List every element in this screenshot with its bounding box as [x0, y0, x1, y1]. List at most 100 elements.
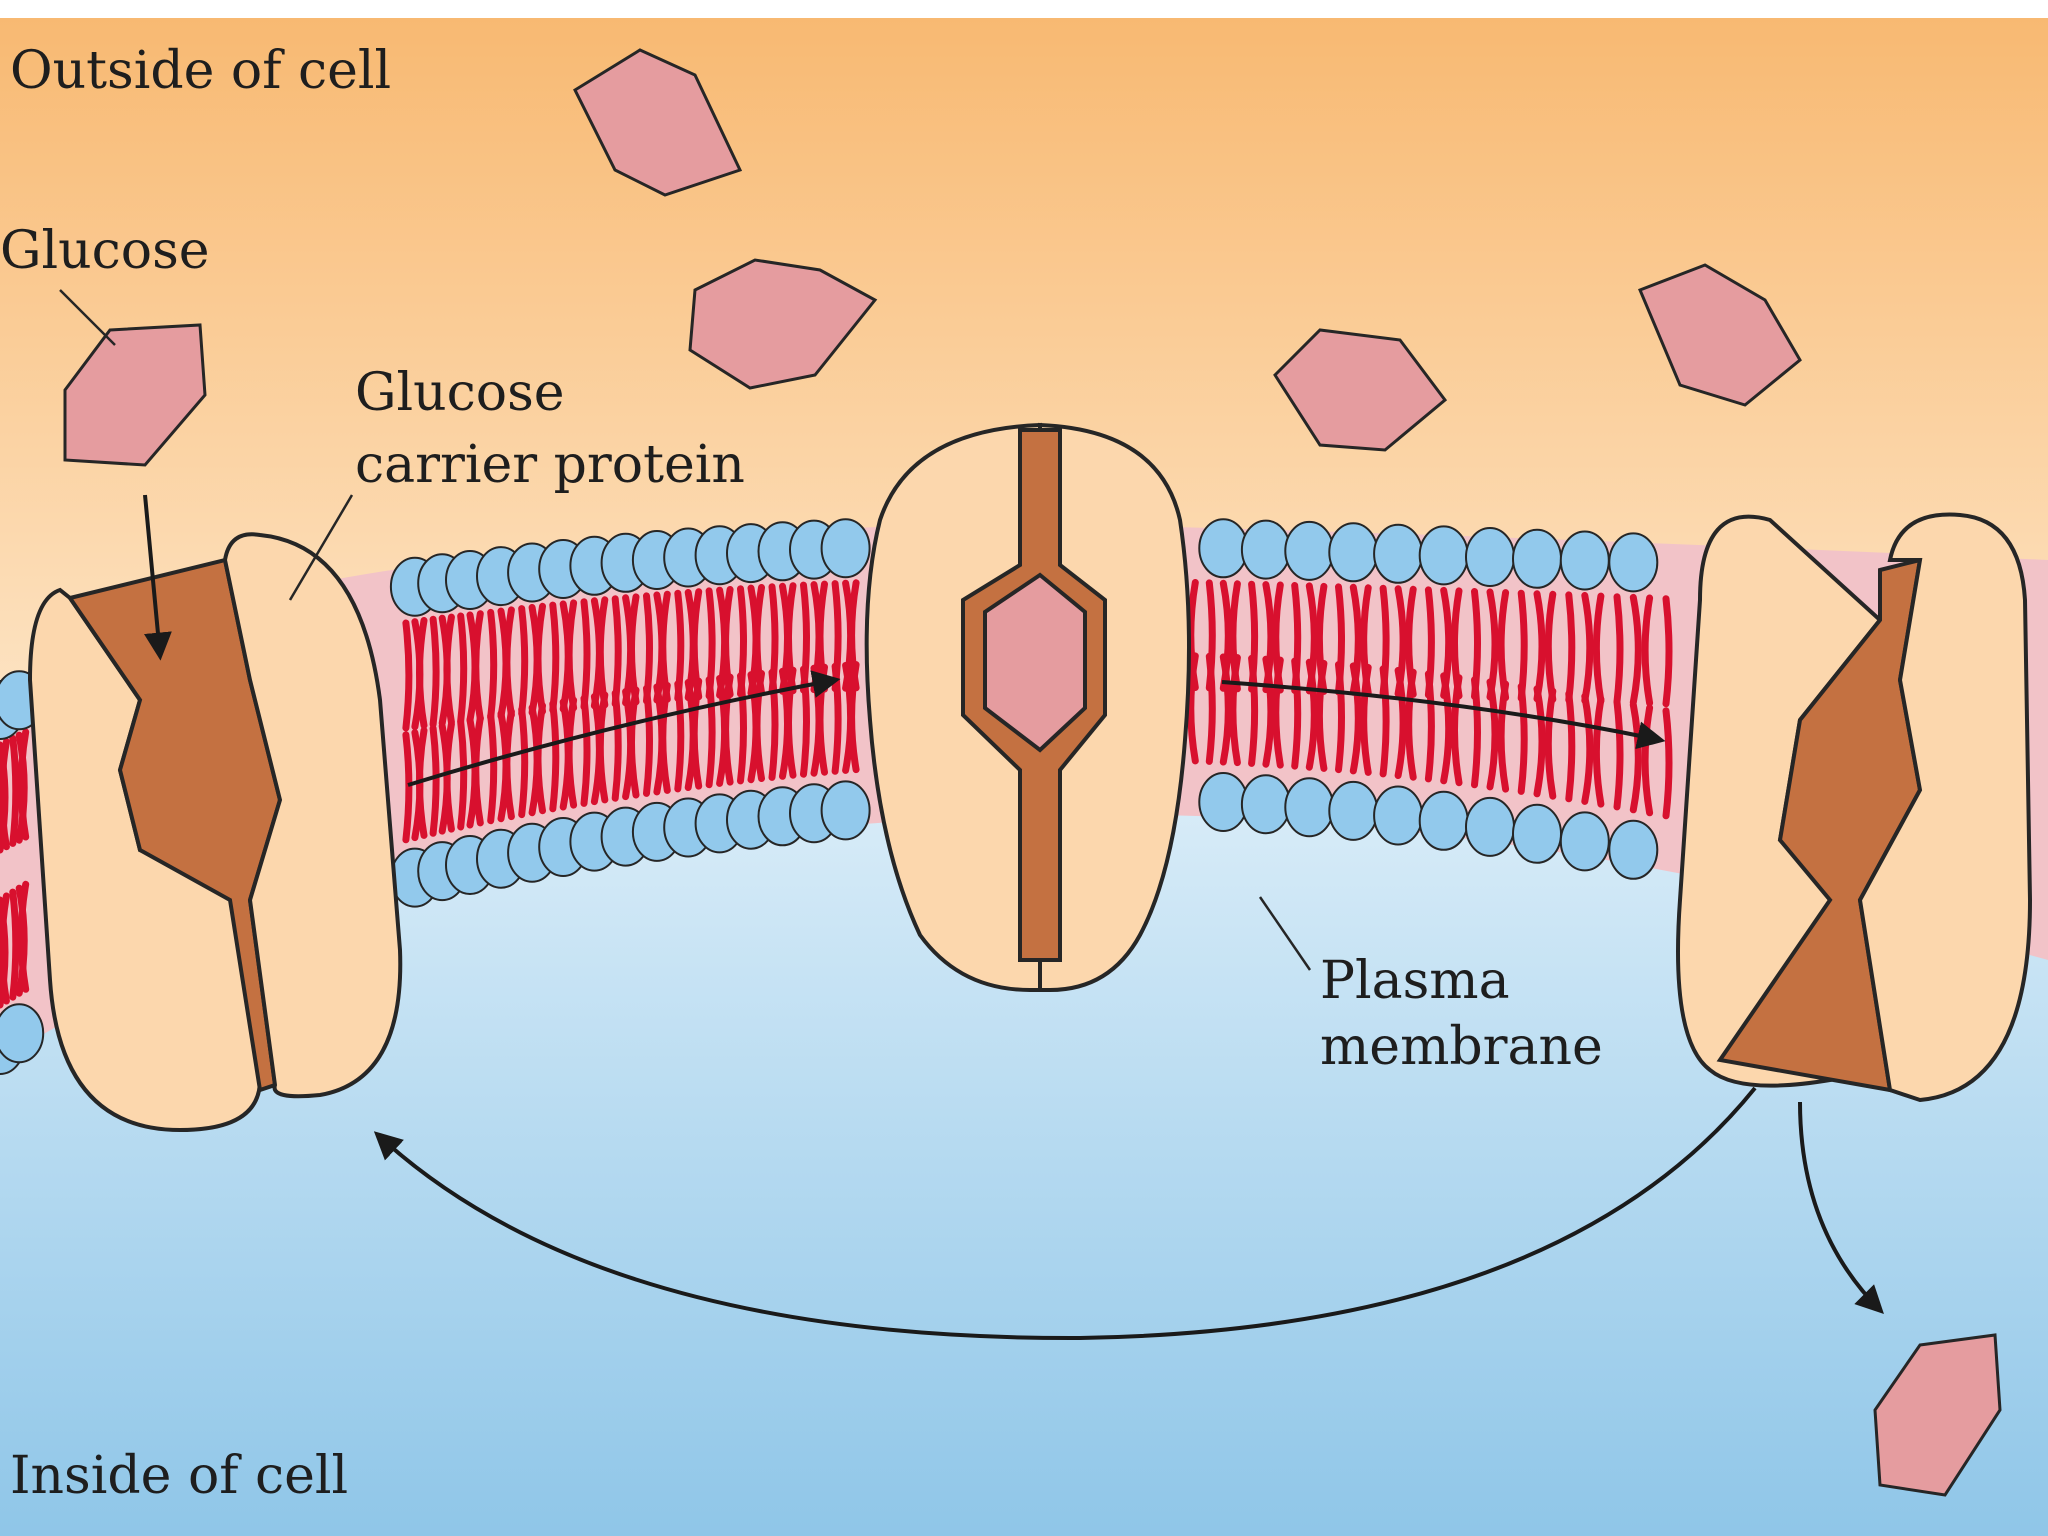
- outside-of-cell-label: Outside of cell: [10, 41, 391, 101]
- lipid-tail: [643, 684, 653, 797]
- lipid-tail: [848, 661, 860, 774]
- lipid-tail: [429, 615, 440, 728]
- lipid-head: [1418, 525, 1469, 586]
- transition-arrow-1: [407, 670, 841, 787]
- lipid-tail: [722, 673, 734, 786]
- lipid-tail: [457, 612, 468, 725]
- lipid-tail: [1592, 695, 1605, 808]
- glucose-release-arrow: [1798, 1101, 1884, 1314]
- lipid-tail: [565, 599, 578, 712]
- lipid-tail: [443, 720, 455, 833]
- lipid-tail: [628, 686, 640, 799]
- glucose-entry-arrow: [143, 494, 172, 661]
- bound-glucose: [983, 572, 1087, 753]
- lipid-tail: [1360, 663, 1372, 776]
- lipid-head: [1240, 519, 1291, 580]
- lipid-tail: [580, 598, 591, 711]
- lipid-tail: [487, 608, 498, 721]
- lipid-tail: [1517, 589, 1528, 702]
- lipid-tail: [565, 696, 578, 809]
- lipid-tail: [429, 724, 440, 837]
- carrier-label-leader: [288, 494, 354, 601]
- lipid-head: [0, 1003, 45, 1064]
- glucose-molecule: [1273, 328, 1448, 452]
- lipid-tail: [690, 677, 703, 790]
- lipid-tail: [9, 734, 20, 847]
- lipid-tail: [534, 702, 546, 815]
- lipid-head: [1465, 796, 1515, 857]
- lipid-tail: [443, 613, 455, 726]
- lipid-tail: [1451, 674, 1463, 787]
- lipid-head: [1608, 819, 1659, 880]
- lipid-tail: [472, 714, 484, 827]
- lipid-tail: [1565, 591, 1576, 704]
- carrier-protein-label-line2: carrier protein: [355, 435, 745, 495]
- lipid-head: [820, 780, 871, 841]
- lipid-tail: [1335, 661, 1345, 774]
- lipid-tail: [1613, 593, 1624, 706]
- lipid-tail: [549, 700, 560, 813]
- lipid-tail: [17, 880, 30, 993]
- lipid-tail: [785, 666, 797, 779]
- carrier-left-half: [864, 422, 1042, 992]
- lipid-head: [1284, 777, 1335, 838]
- lipid-tail: [1544, 687, 1557, 800]
- lipid-tail: [518, 706, 529, 819]
- lipid-tail: [674, 680, 685, 793]
- glucose-label-leader: [59, 289, 116, 346]
- lipid-tail: [518, 605, 529, 718]
- lipid-tail: [1565, 690, 1576, 803]
- lipid-head: [1559, 530, 1610, 591]
- lipid-heads-outer-leaflet: [0, 518, 1659, 740]
- glucose-outside: [63, 48, 1802, 467]
- lipid-tail: [705, 676, 716, 789]
- transition-arrow-2: [1221, 680, 1666, 750]
- lipid-head: [1418, 790, 1469, 851]
- lipid-tail: [1405, 668, 1417, 781]
- lipid-tail: [611, 595, 622, 708]
- lipid-tail: [0, 892, 10, 1005]
- lipid-tail: [1486, 678, 1499, 791]
- plasma-membrane-label-line1: Plasma: [1320, 951, 1510, 1011]
- lipid-tail: [9, 888, 20, 1001]
- lipid-tail: [1471, 676, 1481, 789]
- lipid-tail: [737, 672, 747, 785]
- lipid-tail: [0, 738, 10, 851]
- lipid-head: [1512, 803, 1562, 864]
- lipid-tails-inner-leaflet: [0, 652, 1673, 1009]
- lipid-tail: [1248, 654, 1259, 767]
- lipid-tail: [1592, 592, 1605, 705]
- lipid-tail: [596, 691, 609, 804]
- lipid-tail: [503, 708, 515, 821]
- carrier-protein-glucose-bound: [864, 422, 1191, 992]
- lipid-tail: [1262, 655, 1275, 768]
- membrane-label-leader: [1258, 896, 1312, 971]
- lipid-tail: [768, 668, 779, 781]
- lipid-tail: [1629, 701, 1642, 814]
- lipid-tail: [1229, 654, 1241, 767]
- lipid-tail: [1662, 595, 1673, 708]
- lipid-tail: [1613, 698, 1624, 811]
- lipid-tail: [1497, 680, 1510, 793]
- lipid-tail: [1219, 653, 1232, 766]
- glucose-molecule: [1638, 263, 1802, 407]
- lipid-tail: [1629, 593, 1642, 706]
- lipid-tail: [1581, 692, 1594, 805]
- lipid-tail: [580, 694, 591, 807]
- lipid-head: [1198, 518, 1249, 579]
- lipid-tail: [1517, 682, 1528, 795]
- lipid-tail: [1291, 657, 1302, 770]
- lipid-tail: [416, 617, 428, 729]
- lipid-tail: [472, 610, 484, 723]
- glucose-molecule: [688, 258, 878, 390]
- lipid-heads-inner-leaflet: [0, 772, 1659, 1075]
- lipid-head: [1284, 520, 1335, 581]
- lipid-tail: [611, 689, 622, 802]
- lipid-head: [1512, 528, 1562, 589]
- lipid-head: [1240, 774, 1291, 835]
- carrier-return-arrow: [373, 1086, 1757, 1341]
- lipid-tail: [1581, 592, 1594, 704]
- carrier-right-half: [1857, 512, 2033, 1103]
- glucose-molecule: [573, 48, 743, 197]
